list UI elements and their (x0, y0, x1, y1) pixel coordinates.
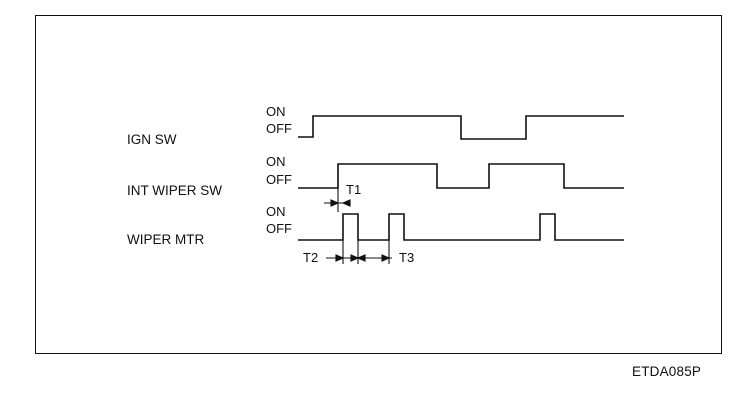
t3-arrow-right (381, 254, 391, 262)
signal-name-wiper-mtr: WIPER MTR (127, 232, 205, 247)
signal-name-ign-sw: IGN SW (127, 132, 177, 147)
diagram-frame (35, 15, 722, 354)
t2-arrow-right (335, 254, 345, 262)
timing-label-t2: T2 (303, 250, 319, 265)
int-wiper-sw-waveform (298, 163, 624, 189)
t3-arrow-left (356, 254, 366, 262)
int-wiper-sw-on-label: ON (266, 154, 286, 169)
ign-sw-on-label: ON (266, 104, 286, 119)
wiper-mtr-off-label: OFF (266, 221, 292, 236)
timing-label-t1: T1 (346, 182, 362, 197)
t1-arrow-right (330, 199, 340, 207)
signal-name-int-wiper-sw: INT WIPER SW (127, 183, 223, 198)
ign-sw-waveform (298, 115, 624, 140)
ign-sw-off-label: OFF (266, 121, 292, 136)
int-wiper-sw-off-label: OFF (266, 172, 292, 187)
t1-arrow-left (341, 199, 351, 207)
figure-code: ETDA085P (632, 364, 702, 379)
timing-label-t3: T3 (399, 250, 415, 265)
t2-arrow-left (350, 254, 360, 262)
wiper-mtr-waveform (298, 213, 624, 241)
wiper-mtr-on-label: ON (266, 204, 286, 219)
